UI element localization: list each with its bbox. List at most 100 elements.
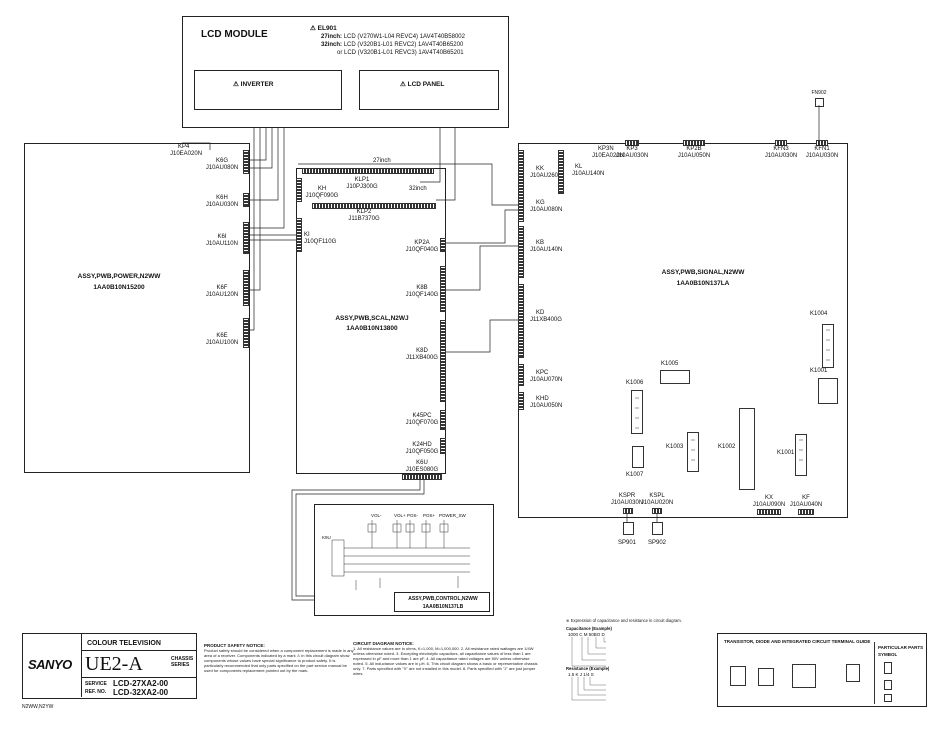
category-label: COLOUR TELEVISION xyxy=(87,640,161,647)
footer-label: N2WW,N2YW xyxy=(22,704,54,710)
khd-part: J10AU050N xyxy=(530,403,563,409)
kp3-ref: KP3 xyxy=(626,146,638,152)
fan-fn902 xyxy=(815,98,824,107)
kp2b-header xyxy=(683,140,705,146)
lcd-line-1: 27inch: LCD (V270W1-L04 REVC4) 1AV4T40B5… xyxy=(321,34,465,40)
klp2-ref: KLP2 xyxy=(356,209,372,215)
kh-ref: KH xyxy=(317,186,327,192)
sp901-label: SP901 xyxy=(617,540,637,546)
k1001-block xyxy=(795,434,807,476)
k1003-label: K1003 xyxy=(666,444,684,450)
kk-header xyxy=(518,150,524,198)
k6e-ref: K6E xyxy=(216,333,228,339)
kspl-part: J10AU020N xyxy=(640,500,674,506)
ki-header xyxy=(296,218,302,252)
k6u-header xyxy=(402,474,442,480)
k24hd-part: J10QF050G xyxy=(405,449,439,455)
kd-part: J11XB400G xyxy=(530,317,562,323)
k45pc-header xyxy=(440,410,446,430)
kfn3-header xyxy=(775,140,787,146)
kg-header xyxy=(518,198,524,222)
k1004-label: K1004 xyxy=(810,311,828,317)
k6h-part: J10AU030N xyxy=(205,202,239,208)
smd-icon xyxy=(846,664,860,682)
k6e-header xyxy=(243,318,249,348)
k6f-header xyxy=(243,270,249,306)
scal-board-name: ASSY,PWB,SCAL,N2WJ xyxy=(335,315,409,322)
kl-ref: KL xyxy=(575,164,583,170)
k6e-part: J10AU100N xyxy=(205,340,239,346)
kpc-part: J10AU070N xyxy=(530,377,563,383)
kp4-ref: KP4 xyxy=(178,144,190,150)
label-32inch: 32inch xyxy=(409,186,427,192)
kfn1-part: J10AU030N xyxy=(805,153,839,159)
power-board xyxy=(24,143,250,473)
btn-pos-minus: POS- xyxy=(407,513,419,518)
k6i-ref: K6I xyxy=(217,234,227,240)
k1006-block xyxy=(631,390,643,434)
k9u-label: K9U xyxy=(322,535,331,540)
k1002-label: K1002 xyxy=(718,444,736,450)
k6g-part: J10AU080N xyxy=(205,165,239,171)
safety-text: Product safety should be considered when… xyxy=(204,648,354,673)
kfn3-ref: KFN3 xyxy=(773,146,789,152)
kx-ref: KX xyxy=(764,495,774,501)
k001-label: K1001 xyxy=(810,368,828,374)
k1001-label: K1001 xyxy=(777,450,795,456)
kx-header xyxy=(757,509,781,515)
lcd-line-2: 32inch: LCD (V320B1-L01 REVC2) 1AV4T40B6… xyxy=(321,42,464,48)
kh-part: J10QF090G xyxy=(305,193,339,199)
kp2a-header xyxy=(440,238,446,252)
k1005-label: K1005 xyxy=(661,361,679,367)
terminal-guide-title: TRANSISTOR, DIODE AND INTEGRATED CIRCUIT… xyxy=(724,639,871,644)
khd-ref: KHD xyxy=(536,396,549,402)
kp3n-ref: KP3N xyxy=(598,146,614,152)
brand-logo: SANYO xyxy=(28,657,72,672)
ki-ref: KI xyxy=(304,232,310,238)
label-27inch: 27inch xyxy=(373,158,391,164)
ref-label: REF. NO. xyxy=(85,689,107,695)
klp2-header xyxy=(312,203,436,209)
k1004-block xyxy=(822,324,834,368)
k6i-header xyxy=(243,222,249,254)
control-board-part: 1AA0B10N137LB xyxy=(422,604,464,610)
kfn3-part: J10AU030N xyxy=(764,153,798,159)
diode-icon xyxy=(758,668,774,686)
kx-part: J10AU090N xyxy=(752,502,786,508)
lcd-panel-label: ⚠ LCD PANEL xyxy=(400,81,445,88)
lcd-module-box: LCD MODULE ⚠ EL901 27inch: LCD (V270W1-L… xyxy=(182,16,509,128)
inverter-label: ⚠ INVERTER xyxy=(233,81,274,88)
kb-part: J10AU140N xyxy=(530,247,563,253)
inverter-box: ⚠ INVERTER xyxy=(194,70,342,110)
circuit-text: 1. All resistance values are in ohms, K=… xyxy=(353,646,538,676)
lcd-module-part: ⚠ EL901 xyxy=(310,25,337,32)
capacitor-icon xyxy=(884,680,892,690)
kpc-header xyxy=(518,364,524,386)
kg-ref: KG xyxy=(536,200,545,206)
kspl-ref: KSPL xyxy=(649,493,665,499)
k6i-part: J10AU110N xyxy=(206,241,238,247)
kfn1-ref: KFN1 xyxy=(814,146,830,152)
service-label: SERVICE xyxy=(85,681,107,687)
particular-title: PARTICULAR PARTS SYMBOL xyxy=(878,645,924,657)
kp2a-ref: KP2A xyxy=(414,240,430,246)
power-board-name: ASSY,PWB,POWER,N2WW xyxy=(77,273,161,280)
klp1-header xyxy=(302,168,434,174)
kf-header xyxy=(798,509,814,515)
capacitance-title: Capacitance (Example) xyxy=(566,626,612,631)
circuit-title: CIRCUIT DIAGRAM NOTICE: xyxy=(353,641,414,646)
k6h-ref: K6H xyxy=(216,195,228,201)
kfn1-header xyxy=(816,140,828,146)
control-board-name: ASSY,PWB,CONTROL,N2WW xyxy=(408,596,478,602)
posistor-icon xyxy=(884,694,892,702)
kspl-header xyxy=(652,508,662,514)
kb-ref: KB xyxy=(536,240,545,246)
kk-ref: KK xyxy=(536,166,545,172)
chassis-name: UE2-A xyxy=(85,653,143,675)
kf-part: J10AU040N xyxy=(789,502,823,508)
signal-board xyxy=(518,143,848,518)
kk-part: J10AU260N xyxy=(530,173,563,179)
klp2-part: J11B7370G xyxy=(348,216,380,222)
